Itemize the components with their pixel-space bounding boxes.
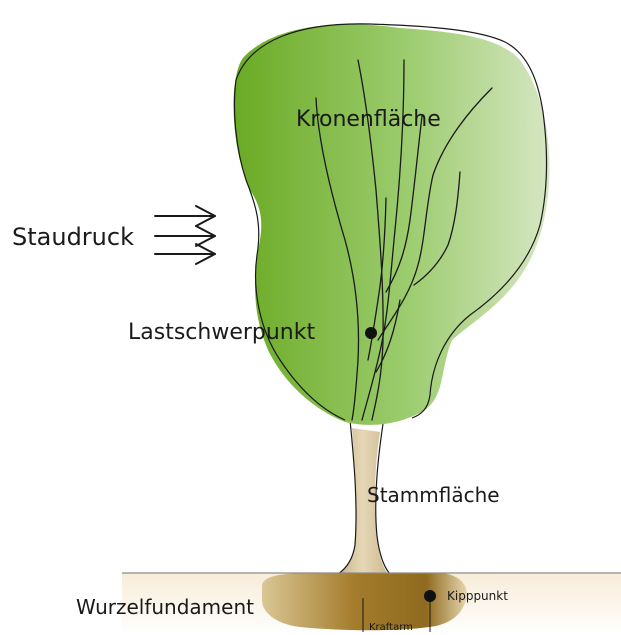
- tipping-point-label: Kipppunkt: [447, 589, 508, 603]
- wind-arrows: [155, 206, 215, 264]
- root-mass: [262, 573, 467, 630]
- wind-arrow-2: [155, 226, 215, 246]
- crown-shape: [234, 24, 550, 425]
- trunk-label: Stammfläche: [367, 483, 500, 507]
- load-center-label: Lastschwerpunkt: [128, 320, 315, 345]
- load-center-dot: [365, 327, 377, 339]
- tipping-point-dot: [424, 590, 436, 602]
- wind-arrow-3: [155, 244, 215, 264]
- lever-arm-label: Kraftarm: [369, 622, 413, 633]
- wind-label: Staudruck: [12, 223, 134, 251]
- crown-label: Kronenfläche: [296, 107, 441, 132]
- wind-arrow-1: [155, 206, 215, 226]
- root-label: Wurzelfundament: [76, 595, 254, 619]
